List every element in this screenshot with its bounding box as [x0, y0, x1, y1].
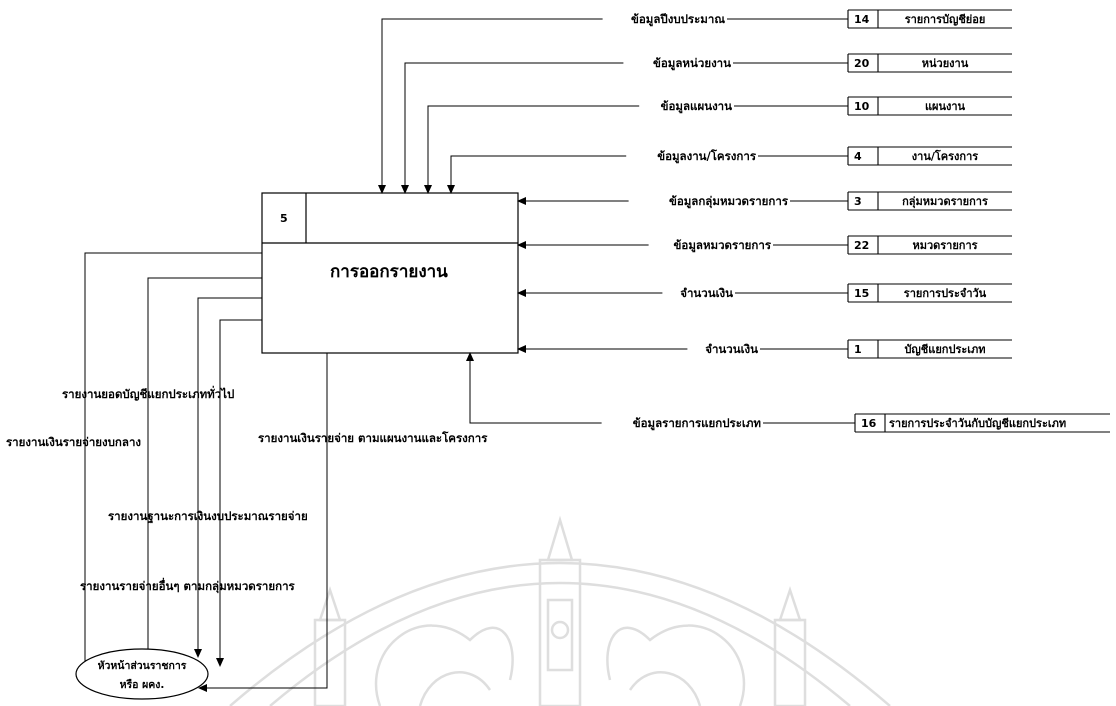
external-entity-line1: หัวหน้าส่วนราชการ	[98, 659, 187, 672]
output-flow-label: รายงานเงินรายจ่าย ตามแผนงานและโครงการ	[258, 430, 488, 445]
data-store-id: 20	[854, 57, 870, 70]
data-store: 4 งาน/โครงการ	[847, 146, 1012, 166]
data-store-name: รายการประจำวันกับบัญชีแยกประเภท	[889, 417, 1066, 430]
input-flow: จำนวนเงิน	[517, 286, 848, 300]
data-store-name: รายการประจำวัน	[904, 287, 987, 300]
data-store: 14 รายการบัญชีย่อย	[847, 9, 1012, 29]
data-store-id: 16	[861, 417, 877, 430]
data-store-id: 1	[854, 343, 862, 356]
output-flow-label: รายงานยอดบัญชีแยกประเภททั่วไป	[62, 385, 234, 401]
data-store-name: รายการบัญชีย่อย	[905, 13, 986, 26]
process-id: 5	[280, 212, 288, 225]
output-flow-labels: รายงานยอดบัญชีแยกประเภททั่วไป รายงานเงิน…	[6, 385, 488, 594]
process-title: การออกรายงาน	[330, 262, 448, 282]
input-flow: ข้อมูลหน่วยงาน	[401, 56, 848, 194]
data-store: 20 หน่วยงาน	[847, 53, 1012, 73]
data-store-id: 14	[854, 13, 870, 26]
data-store: 10 แผนงาน	[847, 96, 1012, 116]
external-entity: หัวหน้าส่วนราชการ หรือ ผคง.	[75, 648, 209, 700]
input-flow-label: ข้อมูลหมวดรายการ	[674, 238, 772, 253]
watermark-seal-icon	[229, 515, 891, 706]
input-flow-label: ข้อมูลงาน/โครงการ	[657, 148, 757, 164]
data-store-id: 15	[854, 287, 869, 300]
input-flow-label: ข้อมูลกลุ่มหมวดรายการ	[669, 194, 789, 209]
data-store-id: 3	[854, 195, 862, 208]
input-flow-label: ข้อมูลแผนงาน	[661, 99, 732, 114]
data-store-name: บัญชีแยกประเภท	[904, 343, 985, 356]
data-store-name: แผนงาน	[925, 100, 966, 113]
data-store-id: 4	[854, 150, 862, 163]
data-store-id: 10	[854, 100, 870, 113]
process-box: 5 การออกรายงาน	[261, 192, 519, 354]
input-flow-label: ข้อมูลหน่วยงาน	[653, 56, 731, 71]
input-flow: ข้อมูลกลุ่มหมวดรายการ	[517, 194, 848, 209]
output-flow-label: รายงานเงินรายจ่ายงบกลาง	[6, 435, 141, 449]
data-store-name: งาน/โครงการ	[912, 149, 978, 163]
data-store: 1 บัญชีแยกประเภท	[847, 339, 1012, 359]
data-store: 15 รายการประจำวัน	[847, 283, 1012, 303]
input-flow-label: จำนวนเงิน	[680, 286, 733, 300]
data-stores: 14 รายการบัญชีย่อย 20 หน่วยงาน 10 แผนงาน 4 งาน/…	[847, 9, 1110, 433]
input-flow: ข้อมูลปีงบประมาณ	[378, 12, 848, 194]
data-store: 3 กลุ่มหมวดรายการ	[847, 191, 1012, 211]
output-flow-label: รายงานฐานะการเงินงบประมาณรายจ่าย	[108, 509, 308, 524]
input-flow: ข้อมูลรายการแยกประเภท	[466, 352, 855, 431]
output-flow-label: รายงานรายจ่ายอื่นๆ ตามกลุ่มหมวดรายการ	[80, 577, 296, 594]
data-store-name: หมวดรายการ	[912, 239, 977, 252]
input-flow-label: ข้อมูลรายการแยกประเภท	[633, 416, 762, 431]
data-store: 22 หมวดรายการ	[847, 235, 1012, 255]
data-store-name: หน่วยงาน	[922, 57, 969, 70]
output-flows	[81, 252, 328, 692]
data-store: 16 รายการประจำวันกับบัญชีแยกประเภท	[854, 413, 1110, 433]
input-flow: จำนวนเงิน	[517, 342, 848, 356]
input-flow: ข้อมูลแผนงาน	[424, 99, 848, 194]
external-entity-line2: หรือ ผคง.	[120, 678, 165, 691]
data-store-name: กลุ่มหมวดรายการ	[902, 195, 988, 209]
input-flow: ข้อมูลงาน/โครงการ	[447, 148, 848, 194]
input-flow: ข้อมูลหมวดรายการ	[517, 238, 848, 253]
data-store-id: 22	[854, 239, 869, 252]
input-flow-label: ข้อมูลปีงบประมาณ	[631, 12, 725, 27]
input-flow-label: จำนวนเงิน	[705, 342, 758, 356]
input-flows: ข้อมูลปีงบประมาณข้อมูลหน่วยงานข้อมูลแผนง…	[378, 12, 855, 431]
